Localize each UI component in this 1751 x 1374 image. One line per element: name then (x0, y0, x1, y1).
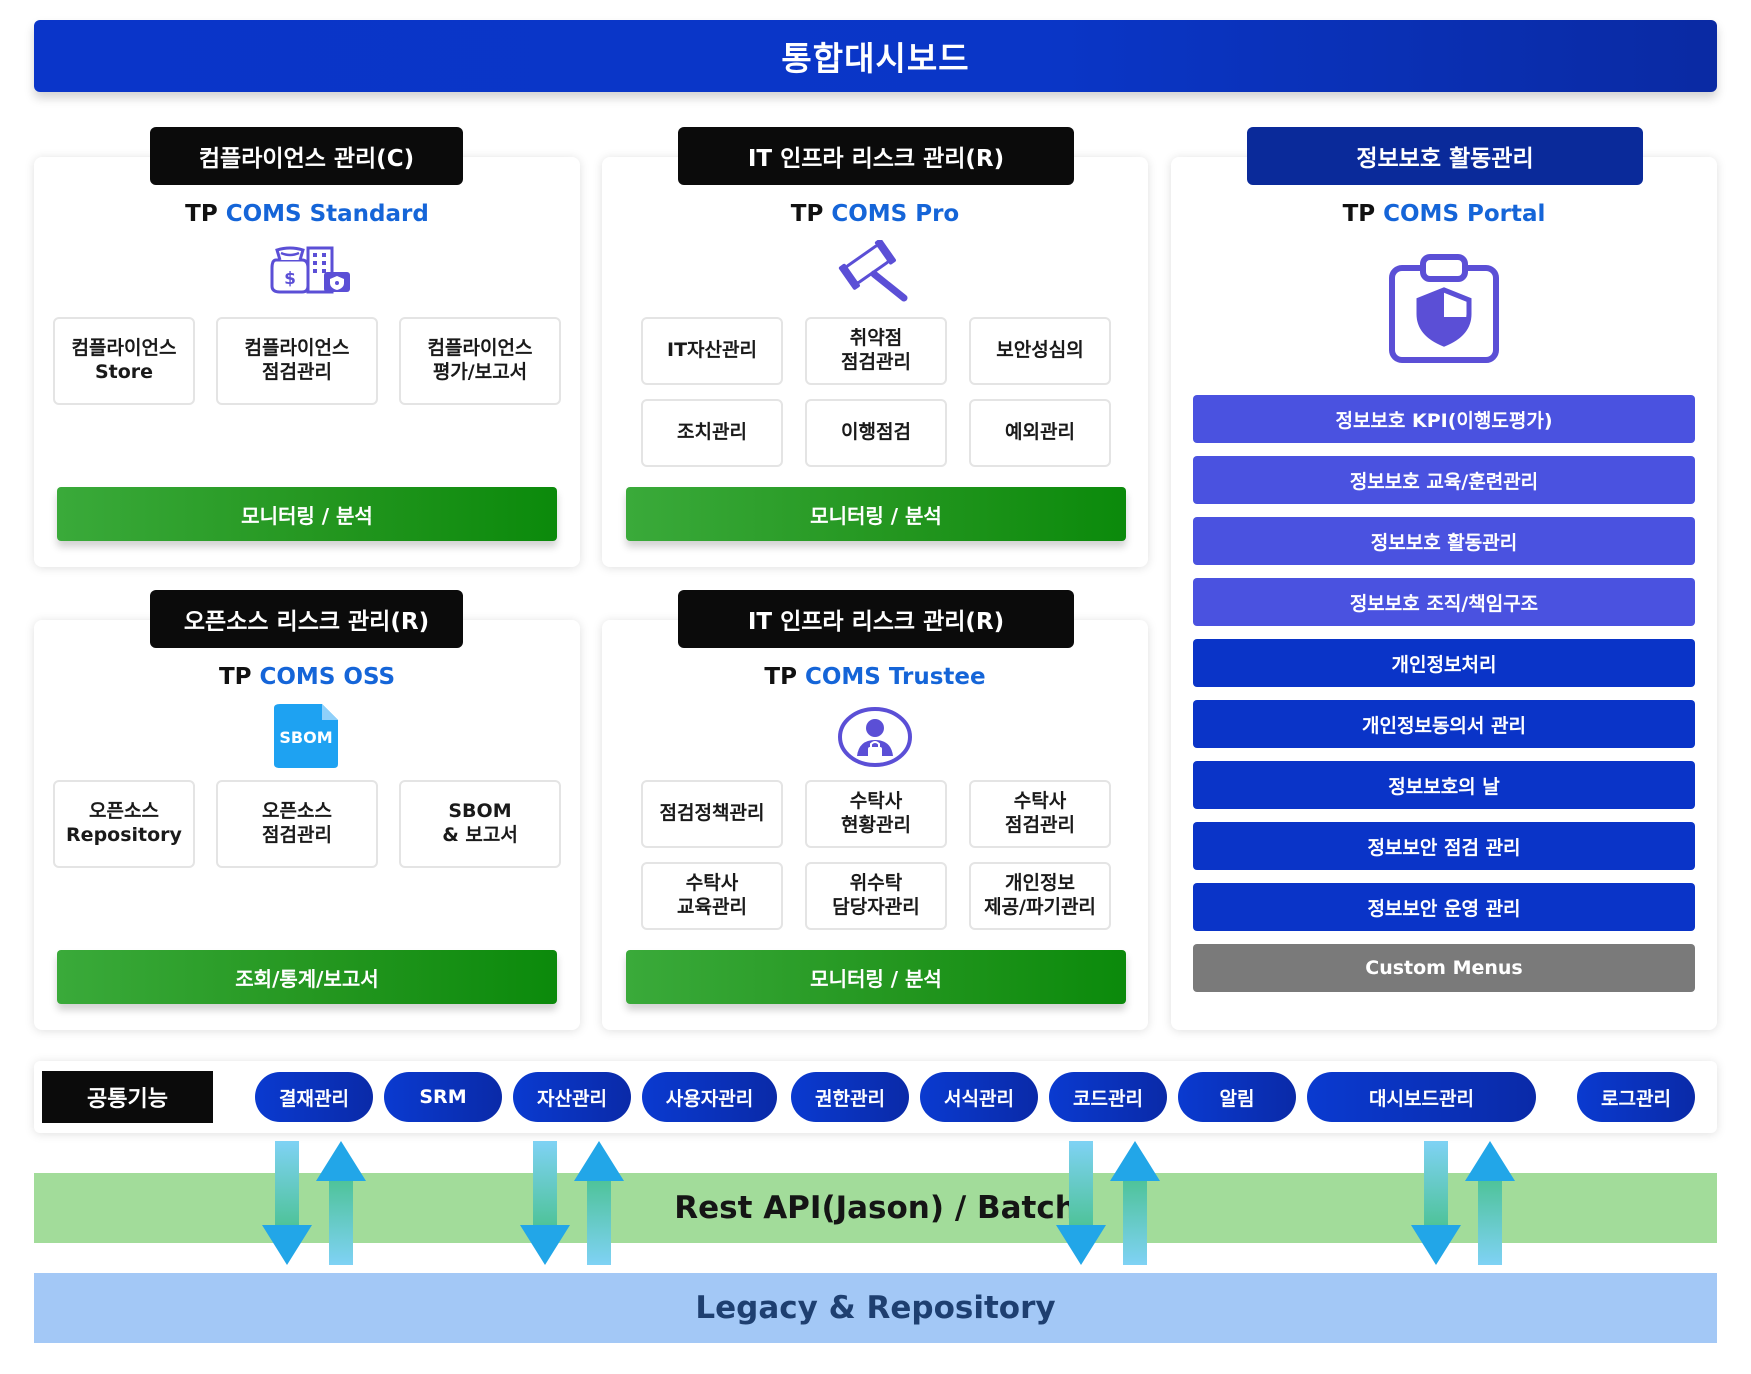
common-function-pill[interactable]: SRM (384, 1072, 502, 1122)
portal-menu-item[interactable]: 정보보호의 날 (1193, 761, 1695, 809)
infra-pro-box[interactable]: 조치관리 (641, 399, 783, 467)
common-function-pill[interactable]: 사용자관리 (642, 1072, 777, 1122)
portal-menu-item[interactable]: 개인정보동의서 관리 (1193, 700, 1695, 748)
custom-menus-item[interactable]: Custom Menus (1193, 944, 1695, 992)
infra-pro-box[interactable]: 보안성심의 (969, 317, 1111, 385)
portal-menu-item[interactable]: 정보보호 교육/훈련관리 (1193, 456, 1695, 504)
oss-product-title: TP COMS OSS (218, 664, 396, 690)
common-function-pill[interactable]: 알림 (1178, 1072, 1296, 1122)
infra-pro-box[interactable]: IT자산관리 (641, 317, 783, 385)
infra-pro-box[interactable]: 취약점 점검관리 (805, 317, 947, 385)
infra-pro-box[interactable]: 예외관리 (969, 399, 1111, 467)
portal-menu-item[interactable]: 정보보안 운영 관리 (1193, 883, 1695, 931)
compliance-box[interactable]: 컴플라이언스 점검관리 (216, 317, 378, 405)
down-arrow-icon (262, 1141, 312, 1265)
common-function-pill[interactable]: 대시보드관리 (1307, 1072, 1536, 1122)
compliance-box[interactable]: 컴플라이언스 Store (53, 317, 195, 405)
sbom-file-icon: SBOM (274, 704, 338, 768)
infra-pro-box[interactable]: 이행점검 (805, 399, 947, 467)
trustee-box[interactable]: 수탁사 점검관리 (969, 780, 1111, 848)
oss-tag: 오픈소스 리스크 관리(R) (150, 590, 463, 648)
common-function-pill[interactable]: 자산관리 (513, 1072, 631, 1122)
legacy-repository-band: Legacy & Repository (34, 1273, 1717, 1343)
compliance-tag: 컴플라이언스 관리(C) (150, 127, 463, 185)
svg-text:SBOM: SBOM (279, 728, 332, 747)
common-function-pill[interactable]: 로그관리 (1577, 1072, 1695, 1122)
portal-menu-item[interactable]: 개인정보처리 (1193, 639, 1695, 687)
down-arrow-icon (1411, 1141, 1461, 1265)
trustee-box[interactable]: 점검정책관리 (641, 780, 783, 848)
query-stats-report-button[interactable]: 조회/통계/보고서 (57, 950, 557, 1004)
monitoring-analysis-button[interactable]: 모니터링 / 분석 (57, 487, 557, 541)
common-function-pill[interactable]: 서식관리 (920, 1072, 1038, 1122)
infra-pro-product-title: TP COMS Pro (790, 201, 960, 227)
portal-panel: TP COMS Portal 정보보호 KPI(이행도평가) 정보보호 교육/훈… (1171, 157, 1717, 1030)
trustee-box[interactable]: 위수탁 담당자관리 (805, 862, 947, 930)
compliance-box[interactable]: 컴플라이언스 평가/보고서 (399, 317, 561, 405)
compliance-product-title: TP COMS Standard (185, 201, 429, 227)
portal-menu-item[interactable]: 정보보호 활동관리 (1193, 517, 1695, 565)
user-lock-icon (838, 707, 912, 767)
up-arrow-icon (1465, 1141, 1515, 1265)
trustee-box[interactable]: 개인정보 제공/파기관리 (969, 862, 1111, 930)
gavel-icon (838, 240, 908, 302)
portal-product-title: TP COMS Portal (1342, 201, 1546, 227)
oss-box[interactable]: 오픈소스 점검관리 (216, 780, 378, 868)
money-building-shield-icon: $ (270, 246, 350, 294)
dashboard-banner[interactable]: 통합대시보드 (34, 20, 1717, 92)
common-function-pill[interactable]: 권한관리 (791, 1072, 909, 1122)
common-function-pill[interactable]: 결재관리 (255, 1072, 373, 1122)
down-arrow-icon (520, 1141, 570, 1265)
portal-tag: 정보보호 활동관리 (1247, 127, 1643, 185)
trustee-product-title: TP COMS Trustee (764, 664, 986, 690)
down-arrow-icon (1056, 1141, 1106, 1265)
trustee-box[interactable]: 수탁사 교육관리 (641, 862, 783, 930)
clipboard-shield-icon (1389, 254, 1499, 363)
monitoring-analysis-button[interactable]: 모니터링 / 분석 (626, 487, 1126, 541)
oss-box[interactable]: SBOM & 보고서 (399, 780, 561, 868)
up-arrow-icon (316, 1141, 366, 1265)
portal-menu-item[interactable]: 정보보호 KPI(이행도평가) (1193, 395, 1695, 443)
up-arrow-icon (1110, 1141, 1160, 1265)
trustee-box[interactable]: 수탁사 현황관리 (805, 780, 947, 848)
infra-pro-tag: IT 인프라 리스크 관리(R) (678, 127, 1074, 185)
oss-box[interactable]: 오픈소스 Repository (53, 780, 195, 868)
portal-menu-item[interactable]: 정보보호 조직/책임구조 (1193, 578, 1695, 626)
up-arrow-icon (574, 1141, 624, 1265)
portal-menu-item[interactable]: 정보보안 점검 관리 (1193, 822, 1695, 870)
trustee-tag: IT 인프라 리스크 관리(R) (678, 590, 1074, 648)
common-function-pill[interactable]: 코드관리 (1049, 1072, 1167, 1122)
common-functions-label: 공통기능 (42, 1071, 213, 1123)
monitoring-analysis-button[interactable]: 모니터링 / 분석 (626, 950, 1126, 1004)
svg-text:$: $ (284, 269, 296, 289)
